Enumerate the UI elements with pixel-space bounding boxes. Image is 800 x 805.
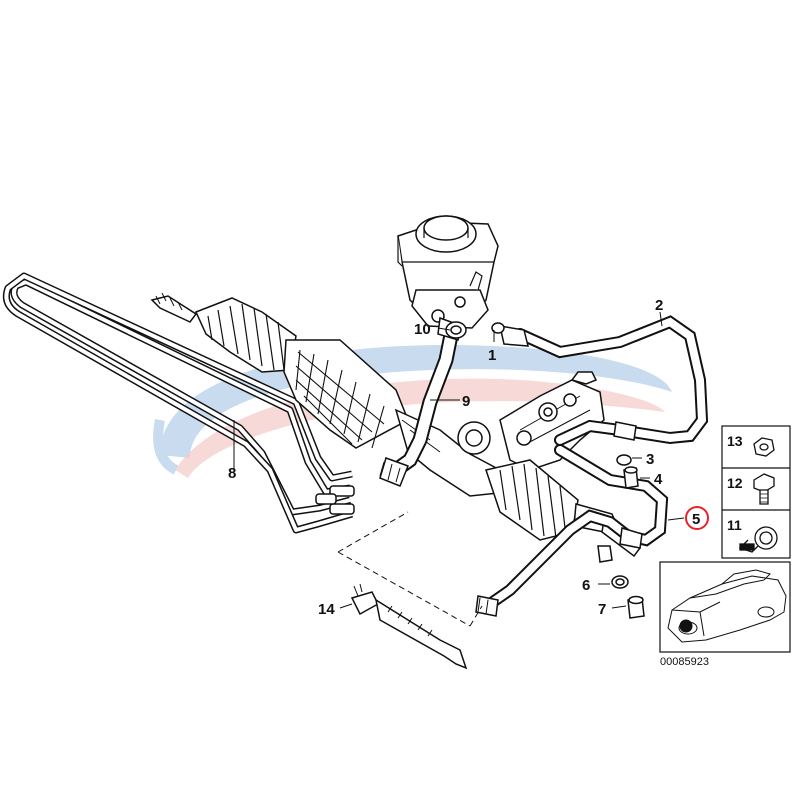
cooler-pipe-loop <box>2 272 355 534</box>
leader-lines <box>233 311 685 609</box>
legend-13: 13 <box>727 433 743 449</box>
callout-6: 6 <box>582 577 590 594</box>
steering-rack <box>150 292 642 558</box>
location-marker <box>679 619 693 633</box>
callout-2: 2 <box>655 297 663 314</box>
nut-icon <box>753 437 775 457</box>
callout-8: 8 <box>228 465 236 482</box>
legend-box: 13 12 11 <box>721 425 791 559</box>
guide-lines <box>337 511 483 627</box>
drawing-code: 00085923 <box>660 656 709 668</box>
cable-tie-14 <box>350 583 468 670</box>
hose-2 <box>499 315 709 446</box>
callout-9: 9 <box>462 393 470 410</box>
callout-14: 14 <box>318 601 335 618</box>
callout-7: 7 <box>598 601 606 618</box>
vehicle-thumbnail <box>659 561 791 653</box>
callout-3: 3 <box>646 451 654 468</box>
callout-1: 1 <box>488 347 496 364</box>
hose-5 <box>475 444 669 617</box>
callout-4: 4 <box>654 471 663 488</box>
callout-labels: 8 9 10 1 2 3 4 5 6 7 14 <box>228 297 709 618</box>
highlight-ring <box>685 506 709 530</box>
callout-5: 5 <box>692 511 700 528</box>
legend-11: 11 <box>727 517 742 533</box>
bolt-icon <box>753 473 775 505</box>
clamp-icon <box>738 526 778 553</box>
callout-10: 10 <box>414 321 431 338</box>
small-parts <box>445 321 645 619</box>
legend-12: 12 <box>727 475 743 491</box>
fluid-reservoir <box>397 215 499 329</box>
